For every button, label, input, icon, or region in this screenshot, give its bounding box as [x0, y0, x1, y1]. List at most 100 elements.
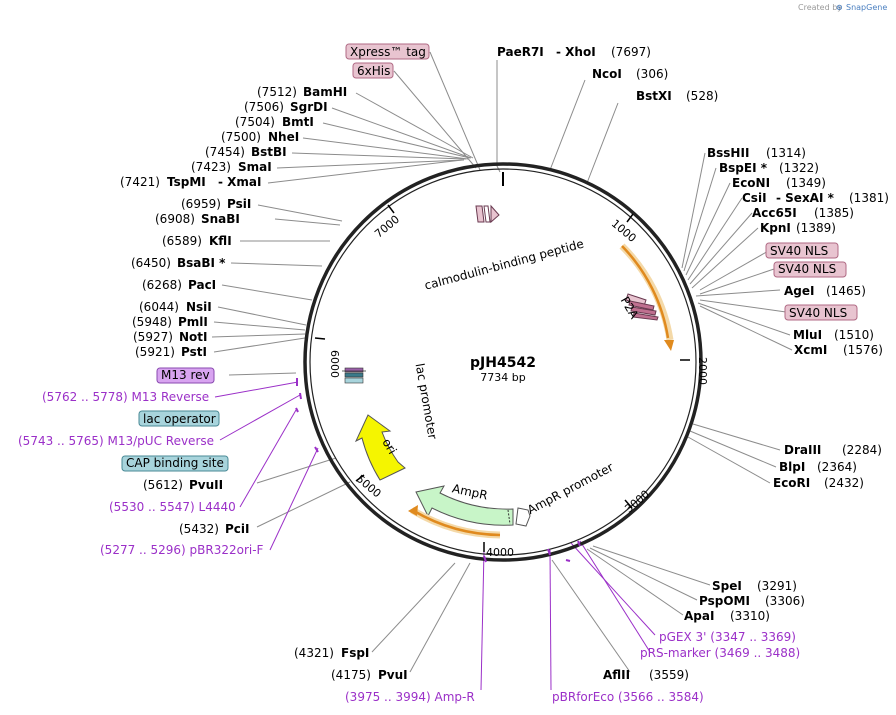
- site-paci[interactable]: PacI: [188, 278, 216, 292]
- pos-xhoi: (7697): [611, 45, 651, 59]
- site-bstxi[interactable]: BstXI: [636, 89, 672, 103]
- pos-nhei: (7500): [221, 130, 261, 144]
- primer-marks: [295, 378, 581, 563]
- ampr-promoter-arrow: [515, 507, 531, 527]
- pos-sgrdi: (7506): [244, 100, 284, 114]
- pos-econi: (1349): [786, 176, 826, 190]
- site-smai[interactable]: SmaI: [238, 160, 272, 174]
- tick-6000: 6000: [328, 350, 341, 378]
- pos-smai: (7423): [191, 160, 231, 174]
- site-sexai[interactable]: - SexAI *: [776, 191, 835, 205]
- primer-m13-reverse[interactable]: (5762 .. 5778) M13 Reverse: [42, 390, 209, 404]
- backbone-outer: [303, 162, 703, 562]
- site-bspei[interactable]: BspEI *: [719, 161, 768, 175]
- primer-prs-marker[interactable]: pRS-marker (3469 .. 3488): [640, 646, 800, 660]
- site-xmai[interactable]: - XmaI: [218, 175, 261, 189]
- site-apai[interactable]: ApaI: [684, 609, 714, 623]
- site-csii[interactable]: CsiI: [742, 191, 767, 205]
- primer-amp-r[interactable]: (3975 .. 3994) Amp-R: [345, 690, 475, 704]
- site-aflii[interactable]: AflII: [603, 668, 630, 682]
- site-ecori[interactable]: EcoRI: [773, 476, 810, 490]
- site-fspi[interactable]: FspI: [341, 646, 369, 660]
- site-psii[interactable]: PsiI: [227, 197, 251, 211]
- ori-label: ori: [379, 436, 399, 457]
- orange-lower-arrow: [413, 509, 501, 537]
- m13-rev-box[interactable]: [156, 367, 215, 384]
- sv40-nls-box-2[interactable]: [773, 261, 847, 278]
- site-econi[interactable]: EcoNI: [732, 176, 770, 190]
- pos-bspei: (1322): [779, 161, 819, 175]
- pos-nsii: (6044): [139, 300, 179, 314]
- pos-bstbi: (7454): [205, 145, 245, 159]
- pos-psii: (6959): [181, 197, 221, 211]
- site-xcmi[interactable]: XcmI: [794, 343, 827, 357]
- site-sgrdi[interactable]: SgrDI: [290, 100, 328, 114]
- site-noti[interactable]: NotI: [179, 330, 208, 344]
- ampr-label: AmpR: [451, 481, 489, 502]
- pos-draiii: (2284): [842, 443, 882, 457]
- p2a-feature: [625, 293, 659, 321]
- primer-connector-lines: [214, 381, 656, 691]
- site-tspmi[interactable]: TspMI: [167, 175, 206, 189]
- sv40-nls-label-2: SV40 NLS: [778, 262, 836, 276]
- primer-pbrforeco[interactable]: pBRforEco (3566 .. 3584): [552, 690, 704, 704]
- site-paer7i[interactable]: PaeR7I: [497, 45, 544, 59]
- site-pmli[interactable]: PmlI: [178, 315, 208, 329]
- pos-ncoi: (306): [636, 67, 668, 81]
- cap-binding-site-box[interactable]: [121, 455, 229, 472]
- pos-ecori: (2432): [824, 476, 864, 490]
- site-bsshii[interactable]: BssHII: [707, 146, 749, 160]
- pos-psti: (5921): [135, 345, 175, 359]
- pos-acc65i: (1385): [814, 206, 854, 220]
- site-bamhi[interactable]: BamHI: [303, 85, 347, 99]
- site-acc65i[interactable]: Acc65I: [752, 206, 797, 220]
- site-nsii[interactable]: NsiI: [186, 300, 212, 314]
- tick-2000: 2000: [696, 357, 709, 385]
- site-pvuii[interactable]: PvuII: [189, 478, 223, 492]
- site-bsabi[interactable]: BsaBI *: [177, 256, 226, 270]
- 6xhis-label: 6xHis: [357, 64, 390, 78]
- ori-arrow: [354, 414, 406, 481]
- site-bstbi[interactable]: BstBI: [251, 145, 287, 159]
- site-mlui[interactable]: MluI: [793, 328, 822, 342]
- site-pspomi[interactable]: PspOMI: [699, 594, 750, 608]
- primer-pgex3[interactable]: pGEX 3' (3347 .. 3369): [659, 630, 796, 644]
- site-kfli[interactable]: KflI: [209, 234, 232, 248]
- site-xhoi[interactable]: - XhoI: [556, 45, 596, 59]
- pos-pmli: (5948): [132, 315, 172, 329]
- pos-aflii: (3559): [649, 668, 689, 682]
- sv40-nls-box-3[interactable]: [784, 304, 858, 321]
- site-draiii[interactable]: DraIII: [784, 443, 821, 457]
- orange-orf-halo: [619, 243, 674, 341]
- primer-l4440[interactable]: (5530 .. 5547) L4440: [109, 500, 236, 514]
- site-blpi[interactable]: BlpI: [779, 460, 805, 474]
- enzyme-connector-lines: [211, 51, 793, 673]
- pos-bsabi: (6450): [131, 256, 171, 270]
- xpress-tag-box[interactable]: [345, 43, 430, 60]
- pos-tspmi: (7421): [120, 175, 160, 189]
- pos-mlui: (1510): [834, 328, 874, 342]
- primer-pbr322ori-f[interactable]: (5277 .. 5296) pBR322ori-F: [100, 543, 264, 557]
- primer-m13-puc-reverse[interactable]: (5743 .. 5765) M13/pUC Reverse: [18, 434, 214, 448]
- lac-operator-box[interactable]: [138, 410, 220, 427]
- site-spei[interactable]: SpeI: [712, 579, 742, 593]
- orange-orf-arrow: [621, 245, 670, 339]
- pos-bamhi: (7512): [257, 85, 297, 99]
- site-snabi[interactable]: SnaBI: [201, 212, 240, 226]
- site-bmti[interactable]: BmtI: [282, 115, 314, 129]
- site-nhei[interactable]: NheI: [268, 130, 299, 144]
- site-psti[interactable]: PstI: [181, 345, 207, 359]
- sv40-nls-box-1[interactable]: [765, 242, 839, 259]
- 6xhis-box[interactable]: [352, 62, 394, 79]
- pos-agei: (1465): [826, 284, 866, 298]
- site-pcii[interactable]: PciI: [225, 522, 250, 536]
- cap-binding-site-label: CAP binding site: [126, 456, 224, 470]
- site-pvui[interactable]: PvuI: [378, 668, 408, 682]
- site-kpni[interactable]: KpnI: [760, 221, 791, 235]
- pos-apai: (3310): [730, 609, 770, 623]
- lac-region-feature: [342, 367, 366, 384]
- xpress-tag-label: Xpress™ tag: [350, 45, 426, 59]
- site-agei[interactable]: AgeI: [784, 284, 814, 298]
- site-ncoi[interactable]: NcoI: [592, 67, 622, 81]
